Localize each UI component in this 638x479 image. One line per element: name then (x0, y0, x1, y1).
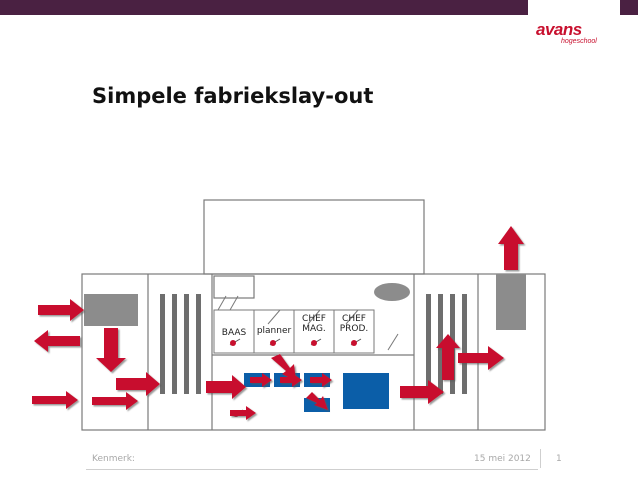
rack-left (160, 294, 201, 394)
arrow-inbound-1 (38, 299, 84, 321)
page-number: 1 (556, 454, 562, 464)
footer-kenmerk: Kenmerk: (92, 454, 135, 464)
raw-material-store (84, 294, 138, 326)
arrow-inbound-2 (32, 391, 78, 409)
person-icon (350, 338, 362, 346)
upper-hall (203, 199, 425, 275)
building-outline (81, 199, 546, 431)
room-label-planner: planner (256, 326, 292, 336)
slide-title: Simpele fabriekslay-out (92, 84, 374, 108)
arrow-to-work (206, 375, 246, 399)
arrow-store-down (96, 328, 126, 372)
small-room (213, 275, 255, 299)
arrow-to-rack (116, 372, 160, 396)
logo-word: avans (536, 20, 582, 39)
header-bar (0, 0, 638, 15)
logo: avans hogeschool (528, 0, 620, 45)
arrow-to-rack-right (400, 380, 444, 404)
room-label-chef-prod: CHEF PROD. (339, 314, 369, 334)
arrow-m4-diag (306, 392, 328, 410)
arrow-to-store (458, 346, 504, 370)
factory-floor (81, 273, 546, 431)
arrow-m2 (280, 373, 302, 387)
person-icon (310, 338, 322, 346)
machine-large (343, 373, 389, 409)
arrow-m1 (250, 373, 272, 387)
room-label-baas: BAAS (221, 328, 247, 338)
office-rooms (213, 309, 375, 354)
room-label-chef-mag: CHEF MAG. (302, 314, 326, 334)
footer-separator (540, 449, 541, 468)
arrow-diag (271, 354, 296, 381)
arrow-outbound-1 (34, 330, 80, 352)
person-icon (229, 338, 241, 346)
person-icon (269, 338, 281, 346)
arrow-up-right (436, 334, 460, 380)
door-marks (217, 295, 399, 351)
arrow-small-1 (230, 406, 256, 420)
arrow-export-up (498, 226, 524, 270)
round-table (374, 283, 410, 301)
footer-rule (86, 469, 538, 470)
logo-sub: hogeschool (561, 38, 597, 45)
footer-date: 15 mei 2012 (474, 454, 531, 464)
room-chef-prod (333, 309, 375, 354)
arrow-m3 (310, 373, 332, 387)
flow-arrows (32, 226, 524, 420)
finished-goods-store (496, 274, 526, 330)
arrow-floor (92, 392, 138, 410)
